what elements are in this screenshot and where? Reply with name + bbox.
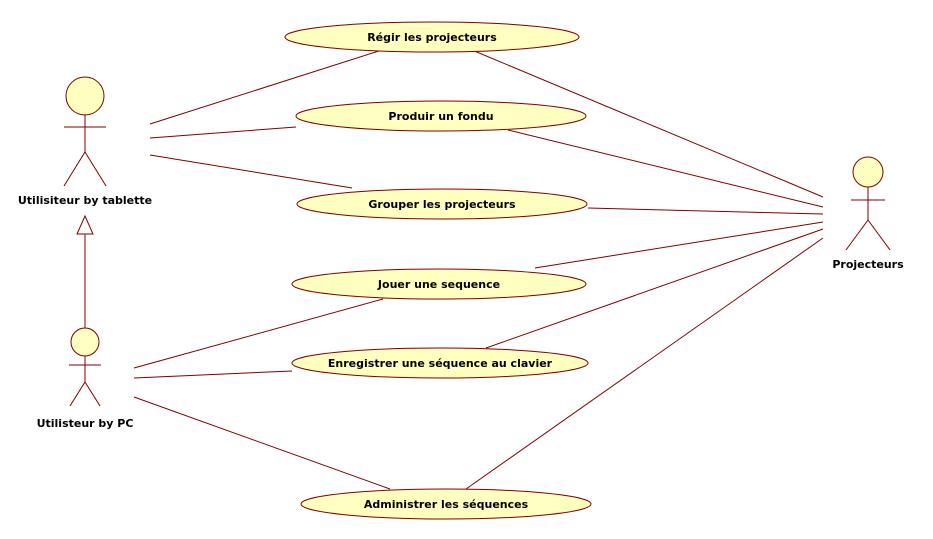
usecase-ellipse bbox=[291, 347, 589, 379]
actor-head bbox=[65, 76, 105, 116]
assoc-grouper-projecteurs[interactable] bbox=[587, 207, 824, 215]
usecase-ellipse bbox=[291, 268, 587, 300]
assoc-enregistrer-projecteurs[interactable] bbox=[485, 228, 824, 349]
usecase-fondu[interactable]: Produir un fondu bbox=[295, 100, 587, 132]
usecase-regir[interactable]: Régir les projecteurs bbox=[284, 21, 580, 53]
actor-right-leg bbox=[867, 219, 891, 251]
generalization-arrowhead bbox=[76, 214, 94, 235]
usecase-ellipse bbox=[296, 188, 588, 220]
assoc-tablette-regir[interactable] bbox=[149, 49, 383, 125]
actor-projecteurs[interactable]: Projecteurs bbox=[832, 156, 904, 271]
usecase-label: Régir les projecteurs bbox=[367, 31, 497, 44]
assoc-pc-enregistrer[interactable] bbox=[133, 370, 293, 379]
assoc-pc-jouer[interactable] bbox=[133, 298, 384, 369]
assoc-administrer-projecteurs[interactable] bbox=[465, 237, 824, 490]
actor-label: Utilisteur by PC bbox=[37, 417, 134, 430]
actor-right-leg bbox=[84, 381, 101, 407]
usecase-ellipse bbox=[300, 488, 592, 520]
generalization-pc-to-tablette[interactable] bbox=[76, 214, 94, 328]
actor-head bbox=[852, 156, 884, 188]
actor-pc-icon bbox=[69, 327, 101, 407]
actor-left-leg bbox=[63, 151, 86, 187]
usecase-administrer[interactable]: Administrer les séquences bbox=[300, 488, 592, 520]
usecase-label: Produir un fondu bbox=[388, 110, 493, 123]
usecase-label: Administrer les séquences bbox=[364, 498, 529, 511]
usecase-enregistrer[interactable]: Enregistrer une séquence au clavier bbox=[291, 347, 589, 379]
usecase-label: Grouper les projecteurs bbox=[368, 198, 516, 211]
usecase-ellipse bbox=[284, 21, 580, 53]
assoc-regir-projecteurs[interactable] bbox=[471, 49, 824, 198]
actor-right-leg bbox=[84, 151, 107, 187]
actor-label: Projecteurs bbox=[832, 258, 904, 271]
usecase-label: Enregistrer une séquence au clavier bbox=[328, 357, 553, 370]
actor-tablette-icon bbox=[63, 76, 107, 187]
assoc-jouer-projecteurs[interactable] bbox=[534, 221, 824, 269]
usecase-jouer[interactable]: Jouer une sequence bbox=[291, 268, 587, 300]
associations bbox=[133, 49, 824, 490]
assoc-fondu-projecteurs[interactable] bbox=[507, 129, 824, 208]
assoc-tablette-grouper[interactable] bbox=[149, 154, 353, 189]
actor-left-leg bbox=[845, 219, 869, 251]
assoc-pc-administrer[interactable] bbox=[133, 396, 391, 490]
assoc-tablette-fondu[interactable] bbox=[149, 126, 297, 139]
actor-projecteurs-icon bbox=[845, 156, 891, 251]
actor-head bbox=[70, 327, 100, 357]
actor-tablette[interactable]: Utilisiteur by tablette bbox=[18, 76, 152, 207]
actor-pc[interactable]: Utilisteur by PC bbox=[37, 327, 134, 430]
actor-left-leg bbox=[69, 381, 86, 407]
usecase-grouper[interactable]: Grouper les projecteurs bbox=[296, 188, 588, 220]
usecase-label: Jouer une sequence bbox=[377, 278, 500, 291]
usecase-ellipse bbox=[295, 100, 587, 132]
actor-label: Utilisiteur by tablette bbox=[18, 194, 152, 207]
